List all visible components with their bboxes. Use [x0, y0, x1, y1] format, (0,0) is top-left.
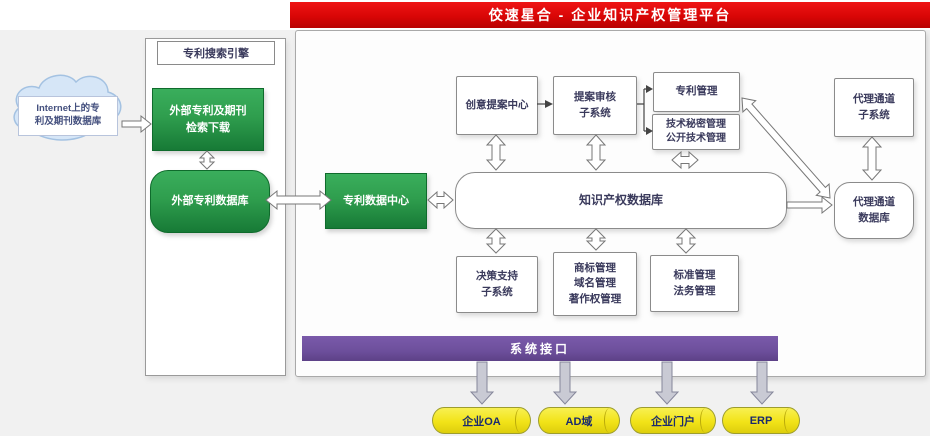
- box-idea-proposal-center: 创意提案中心: [456, 76, 538, 135]
- cylinder-ad-domain: AD域: [538, 407, 620, 434]
- box-line: 子系统: [579, 106, 611, 119]
- box-patent-data-center: 专利数据中心: [325, 173, 427, 229]
- box-proposal-review-subsystem: 提案审核 子系统: [553, 76, 637, 135]
- box-line: 子系统: [858, 108, 890, 121]
- box-line: 域名管理: [574, 277, 616, 290]
- cloud-label: Internet上的专 利及期刊数据库: [18, 96, 118, 136]
- box-line: 检索下载: [186, 121, 230, 134]
- box-line: 商标管理: [574, 262, 616, 275]
- box-line: 代理通道: [853, 196, 895, 209]
- box-line: 决策支持: [476, 270, 518, 283]
- cylinder-erp: ERP: [722, 407, 800, 434]
- box-line: 标准管理: [673, 269, 716, 282]
- box-line: 法务管理: [673, 284, 716, 297]
- internet-cloud: Internet上的专 利及期刊数据库: [4, 68, 130, 154]
- box-agency-channel-subsystem: 代理通道 子系统: [834, 78, 914, 137]
- box-line: 代理通道: [853, 93, 895, 106]
- cylinder-enterprise-oa: 企业OA: [432, 407, 531, 434]
- box-ip-database: 知识产权数据库: [455, 172, 787, 229]
- box-line: 外部专利及期刊: [169, 105, 247, 117]
- box-external-patent-database: 外部专利数据库: [150, 170, 270, 233]
- box-external-patent-journal-download: 外部专利及期刊 检索下载: [152, 88, 264, 151]
- system-interface-bar: 系统接口: [302, 336, 778, 361]
- box-line: 数据库: [858, 211, 890, 224]
- cloud-label-line1: Internet上的专: [36, 103, 100, 115]
- box-line: 公开技术管理: [666, 133, 726, 144]
- patent-search-engine-header: 专利搜索引擎: [157, 41, 275, 65]
- box-line: 子系统: [481, 285, 513, 298]
- box-trademark-domain-copyright: 商标管理 域名管理 著作权管理: [553, 252, 637, 316]
- banner-title: 佼速星合 - 企业知识产权管理平台: [290, 2, 930, 28]
- box-tech-secret-management: 技术秘密管理 公开技术管理: [652, 114, 740, 150]
- box-decision-support-subsystem: 决策支持 子系统: [456, 256, 538, 313]
- box-agency-channel-database: 代理通道 数据库: [834, 182, 914, 239]
- box-standard-legal-management: 标准管理 法务管理: [650, 255, 739, 312]
- box-line: 著作权管理: [568, 292, 622, 305]
- box-line: 技术秘密管理: [666, 118, 726, 130]
- cylinder-enterprise-portal: 企业门户: [630, 407, 716, 434]
- cloud-label-line2: 利及期刊数据库: [34, 116, 102, 127]
- box-patent-management: 专利管理: [653, 72, 740, 112]
- box-line: 提案审核: [574, 91, 616, 104]
